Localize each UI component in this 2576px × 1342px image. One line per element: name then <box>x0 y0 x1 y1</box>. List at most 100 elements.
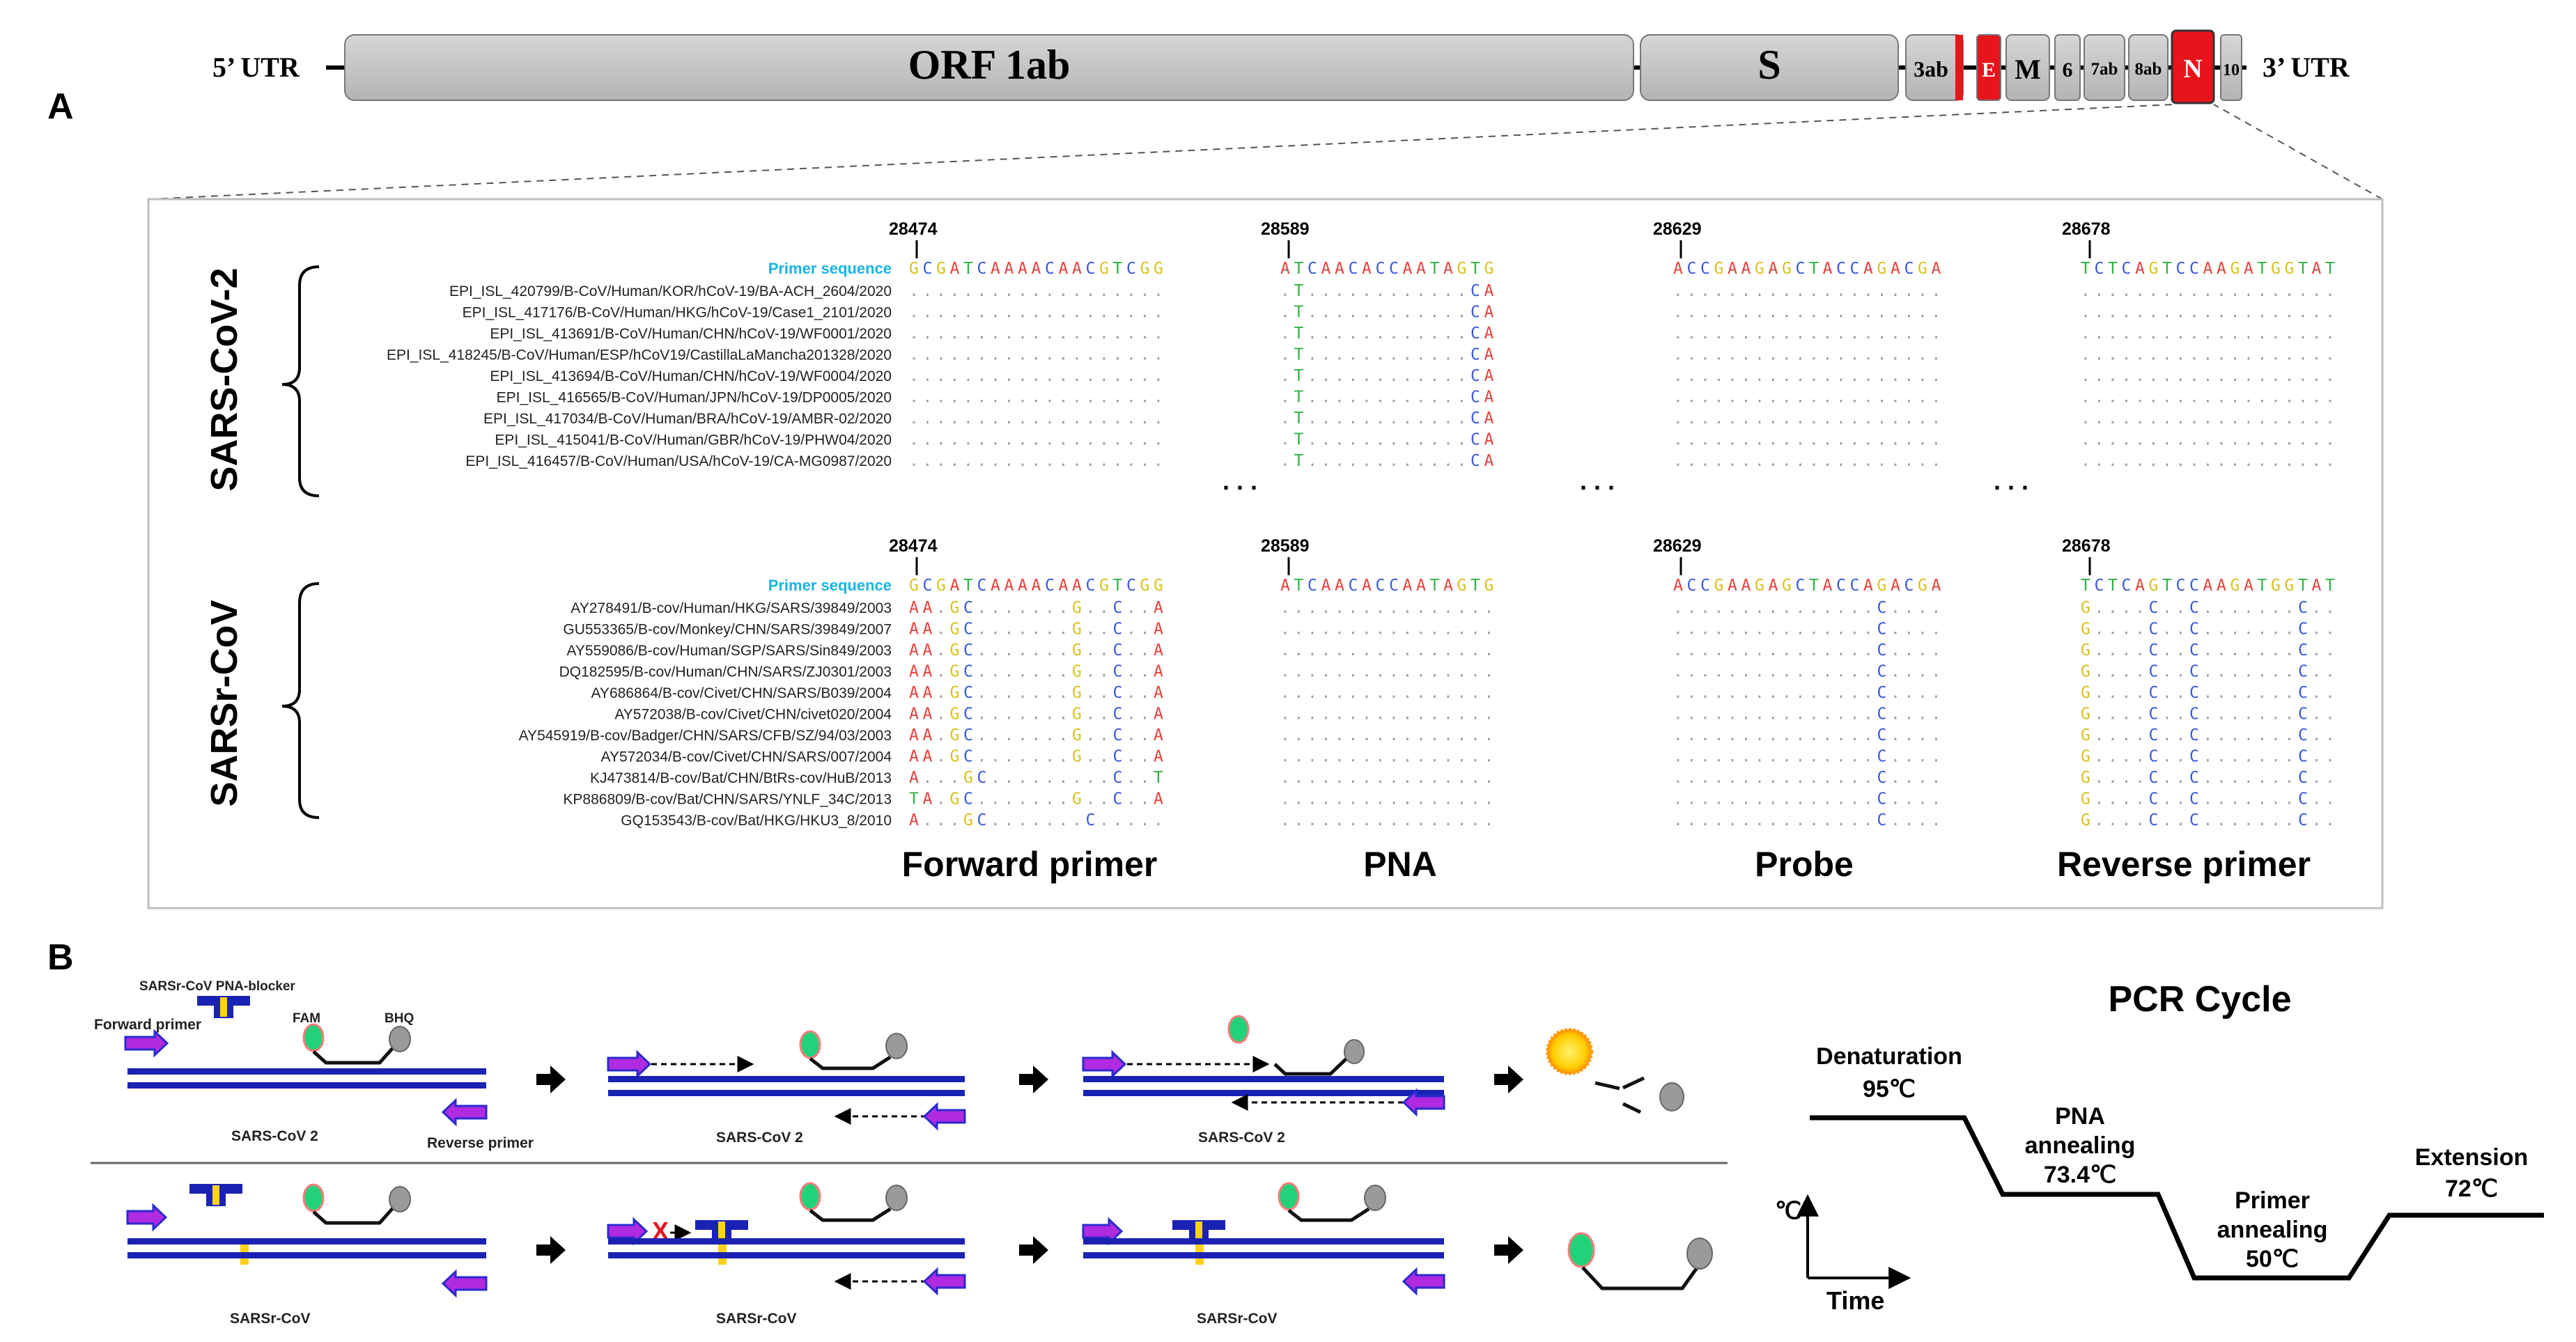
group2-seq-pna-base: . <box>1349 599 1358 617</box>
group1-seq-pna-base: . <box>1443 409 1453 428</box>
group2-seq-rev-base: . <box>2135 790 2145 809</box>
group1-seq-rev-base: . <box>2244 346 2253 364</box>
group2-seq-rev-base: . <box>2325 599 2335 617</box>
group1-seq-probe-base: . <box>1904 367 1914 385</box>
group2-ref-probe-base: C <box>1850 577 1860 595</box>
group1-seq-fwd-base: . <box>963 409 973 428</box>
gene-orf1ab-label: ORF 1ab <box>908 42 1071 88</box>
group1-ref-pna-base: A <box>1280 260 1290 278</box>
group1-seq-rev-base: . <box>2081 452 2090 470</box>
group2-seq-rev-base: . <box>2162 748 2172 766</box>
group2-seq-probe-base: . <box>1918 705 1927 724</box>
group1-seq-pna-base: . <box>1443 389 1453 407</box>
group2-seq-pna-base: . <box>1362 790 1372 809</box>
group2-seq-probe-base: . <box>1918 641 1927 660</box>
group2-seq-pna-base: . <box>1280 726 1290 744</box>
group2-seq-pna-base: . <box>1471 684 1480 702</box>
group1-seq-pna-base: . <box>1443 304 1453 322</box>
group1-seq-fwd-base: . <box>1032 389 1041 407</box>
group2-ref-pna-base: C <box>1308 577 1317 595</box>
group1-seq-fwd-base: . <box>936 325 946 343</box>
group2-seq-probe-base: . <box>1850 811 1860 829</box>
group2-seq-probe-base: . <box>1904 684 1914 702</box>
group2-seq-rev-base: . <box>2271 726 2281 744</box>
group2-seq-fwd-base: . <box>1086 748 1096 766</box>
group2-seq-probe-base: . <box>1904 790 1914 809</box>
group1-seq-rev-base: . <box>2298 409 2308 428</box>
group2-seq-probe-base: C <box>1877 769 1887 787</box>
group1-seq-probe-base: . <box>1673 409 1683 428</box>
pcr-x-axis-label: Time <box>1826 1286 1884 1315</box>
group1-seq-pna-base: . <box>1430 325 1440 343</box>
group2-seq-pna-base: . <box>1457 599 1467 617</box>
group1-seq-probe-base: . <box>1755 431 1764 449</box>
group2-seq-pna-base: . <box>1335 684 1344 702</box>
group1-seq-pna-base: A <box>1484 325 1494 343</box>
group1-seq-rev-base: . <box>2271 282 2281 300</box>
group2-seq-probe-base: . <box>1863 663 1873 681</box>
group1-seq-rev-base: . <box>2258 346 2267 364</box>
group2-seq-pna-base: . <box>1349 641 1358 660</box>
group1-seq-probe-base: . <box>1728 367 1737 385</box>
group1-ref-rev-base: A <box>2135 260 2145 278</box>
group2-seq-rev-base: C <box>2189 599 2199 617</box>
group2-seq-probe-base: . <box>1836 726 1846 744</box>
reverse-primer-4 <box>441 1269 488 1298</box>
group2-seq-rev-base: . <box>2285 663 2295 681</box>
group1-seq-rev: ................... <box>2081 389 2335 407</box>
group1-ref-pna-base: A <box>1403 260 1413 278</box>
group1-seq-probe-base: . <box>1823 325 1833 343</box>
group2-seq-pna-base: . <box>1430 641 1440 660</box>
group2-ref-probe-base: C <box>1904 577 1914 595</box>
group1-seq-rev-base: . <box>2108 282 2118 300</box>
group2-seq-fwd-base: . <box>923 811 933 829</box>
group1-seq-rev-base: . <box>2189 304 2199 322</box>
panel-a-label: A <box>47 86 74 127</box>
probe-4-fam <box>302 1183 325 1212</box>
group2-ref-rev-base: A <box>2135 577 2145 595</box>
group1-seq-probe-base: . <box>1850 325 1860 343</box>
group1-seq-rev-base: . <box>2189 346 2199 364</box>
group2-seq-probe-base: . <box>1700 748 1710 766</box>
group1-seq-fwd-base: . <box>963 282 973 300</box>
group2-seq-pna-base: . <box>1389 705 1399 724</box>
probe-6-fam <box>1278 1182 1300 1211</box>
group1-seq-fwd-base: . <box>1086 431 1096 449</box>
group1-seq-rev-base: . <box>2312 304 2322 322</box>
group2-ref-probe-base: A <box>1741 577 1751 595</box>
group2-seq-rev-base: . <box>2271 684 2281 702</box>
group1-seq-rev-base: . <box>2095 389 2104 407</box>
group2-seq-probe-base: . <box>1687 599 1697 617</box>
mismatch-site <box>1195 1245 1204 1252</box>
top-label-3: SARS-CoV 2 <box>1198 1130 1285 1146</box>
group2-seq-probe-base: . <box>1918 748 1927 766</box>
group1-seq-rev-base: . <box>2149 409 2159 428</box>
group2-seq-rev: G....C..C.......C.. <box>2081 705 2335 724</box>
group1-ref-fwd-base: A <box>1059 260 1069 278</box>
group2-seq-probe-base: . <box>1823 705 1833 724</box>
group1-ref-pna-base: C <box>1389 260 1399 278</box>
group2-position-0: 28474 <box>889 536 938 556</box>
group2-seq-rev: G....C..C.......C.. <box>2081 599 2335 617</box>
group2-seq-rev-base: . <box>2122 811 2132 829</box>
group2-seq-fwd-base: . <box>1004 769 1014 787</box>
group1-ref-fwd-base: C <box>923 260 933 278</box>
group1-seq-rev-base: . <box>2135 304 2145 322</box>
group1-seq-probe-base: . <box>1700 431 1710 449</box>
group2-seq-pna-base: . <box>1376 748 1386 766</box>
group2-seq-rev-base: . <box>2095 705 2104 724</box>
group1-seq-pna-base: . <box>1335 367 1344 385</box>
group2-seq-rev-base: G <box>2081 790 2090 809</box>
group2-seq-rev-base: . <box>2244 790 2253 809</box>
group1-seq-rev-base: . <box>2203 409 2213 428</box>
group2-seq-probe-base: . <box>1836 705 1846 724</box>
group1-seq-fwd-base: . <box>936 346 946 364</box>
group1-seq-probe-base: . <box>1755 389 1764 407</box>
group2-seq-probe-base: . <box>1755 811 1764 829</box>
group1-seq-probe-base: . <box>1782 304 1792 322</box>
group2-seq-pna-base: . <box>1430 705 1440 724</box>
group2-seq-pna-base: . <box>1416 663 1426 681</box>
group2-seq-pna-base: . <box>1443 726 1453 744</box>
group1-seq-fwd-base: . <box>1126 367 1136 385</box>
